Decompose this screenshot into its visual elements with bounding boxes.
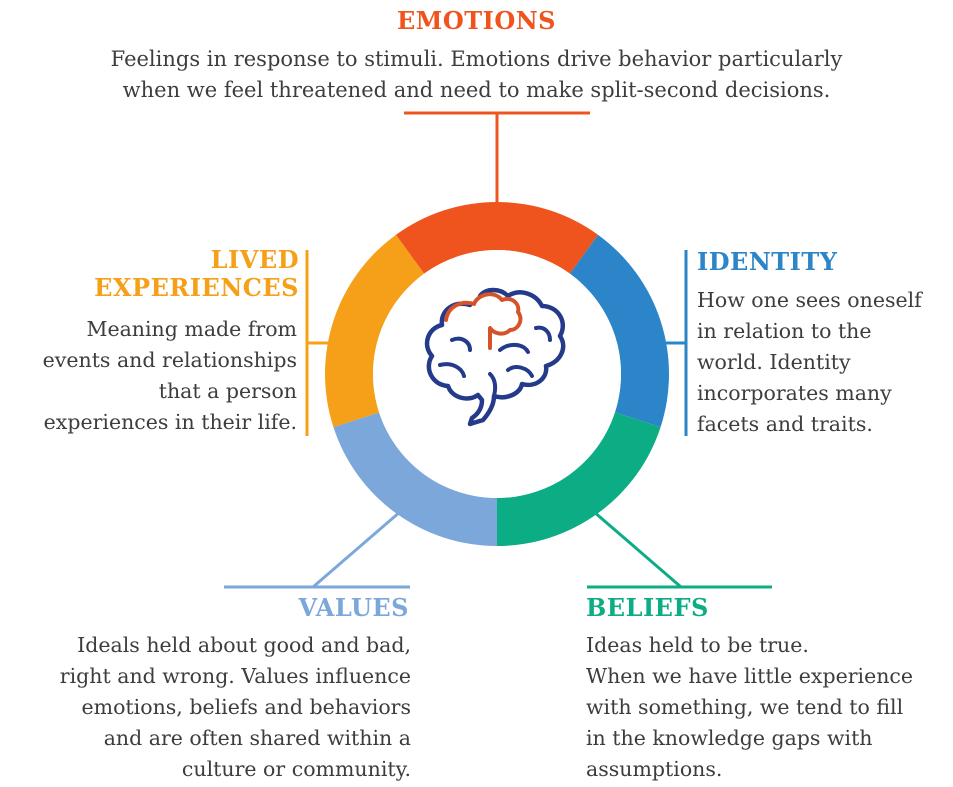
identity-description: How one sees oneself in relation to the … xyxy=(697,285,922,440)
emotions-description: Feelings in response to stimuli. Emotion… xyxy=(0,44,953,106)
ring-center xyxy=(373,250,621,498)
ring-segment-identity xyxy=(569,234,669,428)
lived-line: events and relationships xyxy=(42,348,297,372)
values-line: right and wrong. Values influence xyxy=(59,664,411,688)
beliefs-line: assumptions. xyxy=(586,757,723,781)
beliefs-connector-diagonal xyxy=(585,503,682,589)
brain-accent-lobe xyxy=(444,292,523,350)
lived-heading-line: EXPERIENCES xyxy=(94,273,299,302)
ring-segment-emotions xyxy=(395,202,599,274)
identity-line: world. Identity xyxy=(697,350,851,374)
identity-line: How one sees oneself xyxy=(697,288,922,312)
beliefs-description: Ideas held to be true. When we have litt… xyxy=(586,630,913,785)
values-line: Ideals held about good and bad, xyxy=(77,633,411,657)
lived-line: that a person xyxy=(158,379,297,403)
values-line: culture or community. xyxy=(181,757,411,781)
emotions-line: when we feel threatened and need to make… xyxy=(122,78,831,102)
beliefs-line: Ideas held to be true. xyxy=(586,633,809,657)
brain-inner-folds xyxy=(438,325,552,398)
beliefs-heading: BELIEFS xyxy=(586,593,709,622)
identity-line: in relation to the xyxy=(697,319,872,343)
ring xyxy=(325,202,669,546)
lived-line: Meaning made from xyxy=(86,317,297,341)
lived-experiences-description: Meaning made from events and relationshi… xyxy=(43,314,297,438)
beliefs-line: When we have little experience xyxy=(586,664,914,688)
identity-line: incorporates many xyxy=(697,381,892,405)
values-line: and are often shared within a xyxy=(103,726,411,750)
identity-line: facets and traits. xyxy=(697,412,873,436)
emotions-line: Feelings in response to stimuli. Emotion… xyxy=(110,47,843,71)
beliefs-line: in the knowledge gaps with xyxy=(586,726,873,750)
ring-segment-values xyxy=(333,412,497,546)
values-connector-diagonal xyxy=(312,503,409,589)
identity-heading: IDENTITY xyxy=(697,247,838,276)
values-heading: VALUES xyxy=(298,593,409,622)
emotions-heading: EMOTIONS xyxy=(396,6,557,35)
connectors xyxy=(224,111,772,589)
ring-segment-lived-experiences xyxy=(325,234,425,428)
values-description: Ideals held about good and bad, right an… xyxy=(60,630,411,785)
lived-line: experiences in their life. xyxy=(43,410,297,434)
lived-heading-line: LIVED xyxy=(210,245,299,274)
beliefs-line: with something, we tend to fill xyxy=(586,695,904,719)
ring-segment-beliefs xyxy=(497,412,661,546)
brain-icon xyxy=(424,287,566,427)
lived-experiences-heading: LIVED EXPERIENCES xyxy=(94,246,299,302)
values-line: emotions, beliefs and behaviors xyxy=(81,695,411,719)
